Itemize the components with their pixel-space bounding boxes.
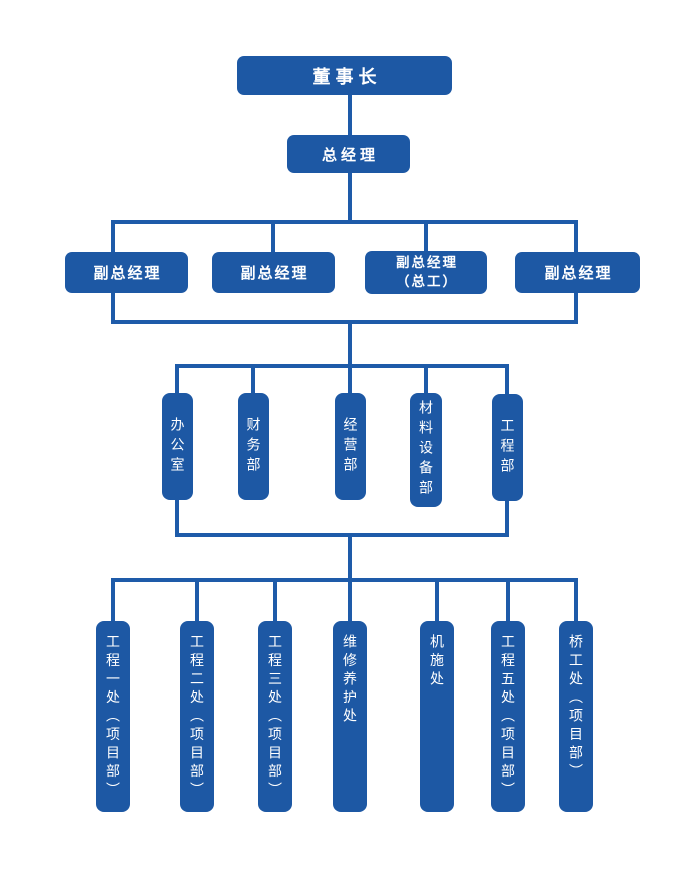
- dept-underline-left: [175, 498, 179, 537]
- node-division-engineering-5: 工程五处（项目部）: [491, 621, 525, 812]
- node-deputy-gm-1-label: 副总经理: [93, 265, 162, 282]
- dept-bottom-bus: [175, 533, 509, 537]
- node-deputy-gm-4: 副总经理: [515, 252, 640, 293]
- node-deputy-gm-3-sublabel: （总工）: [396, 273, 458, 289]
- node-dept-office: 办公室: [162, 393, 193, 500]
- connector-deputy-dept: [348, 322, 352, 393]
- division-drop-5: [435, 580, 439, 623]
- node-deputy-gm-3-label: 副总经理: [396, 255, 458, 271]
- node-dept-finance-label: 财务部: [245, 416, 262, 477]
- node-deputy-gm-2-label: 副总经理: [240, 265, 309, 282]
- node-dept-engineering-label: 工程部: [499, 417, 516, 478]
- dept-underline-right: [505, 500, 509, 537]
- node-division-machinery-label: 机施处: [429, 634, 445, 690]
- node-general-manager: 总经理: [287, 135, 410, 173]
- node-chairman-label: 董事长: [312, 66, 382, 87]
- division-drop-3: [273, 580, 277, 623]
- dept-drop-5: [505, 366, 509, 394]
- connector-chairman-gm: [348, 95, 352, 136]
- division-drop-4: [348, 580, 352, 623]
- node-division-engineering-1-label: 工程一处（项目部）: [105, 634, 121, 801]
- dept-drop-2: [251, 366, 255, 394]
- node-deputy-gm-chief-engineer: 副总经理 （总工）: [365, 251, 487, 294]
- deputy-drop-2: [271, 222, 275, 254]
- node-division-machinery: 机施处: [420, 621, 454, 812]
- node-dept-office-label: 办公室: [169, 416, 186, 477]
- node-deputy-gm-4-label: 副总经理: [544, 265, 613, 282]
- division-drop-1: [111, 580, 115, 623]
- node-division-engineering-3-label: 工程三处（项目部）: [267, 634, 283, 801]
- deputy-drop-3: [424, 222, 428, 254]
- division-drop-7: [574, 580, 578, 623]
- connector-gm-deputybus: [348, 173, 352, 223]
- deputy-bottom-bus: [111, 320, 578, 324]
- node-division-engineering-1: 工程一处（项目部）: [96, 621, 130, 812]
- deputy-top-bus: [111, 220, 578, 224]
- node-division-maintenance: 维修养护处: [333, 621, 367, 812]
- node-chairman: 董事长: [237, 56, 452, 95]
- node-division-engineering-2-label: 工程二处（项目部）: [189, 634, 205, 801]
- node-division-engineering-5-label: 工程五处（项目部）: [500, 634, 516, 801]
- division-drop-6: [506, 580, 510, 623]
- node-dept-engineering: 工程部: [492, 394, 523, 501]
- node-division-engineering-2: 工程二处（项目部）: [180, 621, 214, 812]
- node-general-manager-label: 总经理: [321, 146, 379, 164]
- division-bus: [111, 578, 578, 582]
- node-deputy-gm-2: 副总经理: [212, 252, 335, 293]
- node-deputy-gm-1: 副总经理: [65, 252, 188, 293]
- dept-drop-1: [175, 366, 179, 394]
- node-dept-operations-label: 经营部: [342, 416, 359, 477]
- node-division-engineering-3: 工程三处（项目部）: [258, 621, 292, 812]
- node-dept-materials-equipment: 材料设备部: [410, 393, 442, 507]
- node-dept-finance: 财务部: [238, 393, 269, 500]
- node-dept-materials-equipment-label: 材料设备部: [418, 400, 434, 500]
- division-drop-2: [195, 580, 199, 623]
- dept-drop-4: [424, 366, 428, 394]
- node-division-bridge: 桥工处（项目部）: [559, 621, 593, 812]
- dept-top-bus: [175, 364, 509, 368]
- node-division-maintenance-label: 维修养护处: [342, 634, 358, 727]
- node-division-bridge-label: 桥工处（项目部）: [568, 634, 584, 782]
- node-dept-operations: 经营部: [335, 393, 366, 500]
- connector-dept-division: [348, 535, 352, 582]
